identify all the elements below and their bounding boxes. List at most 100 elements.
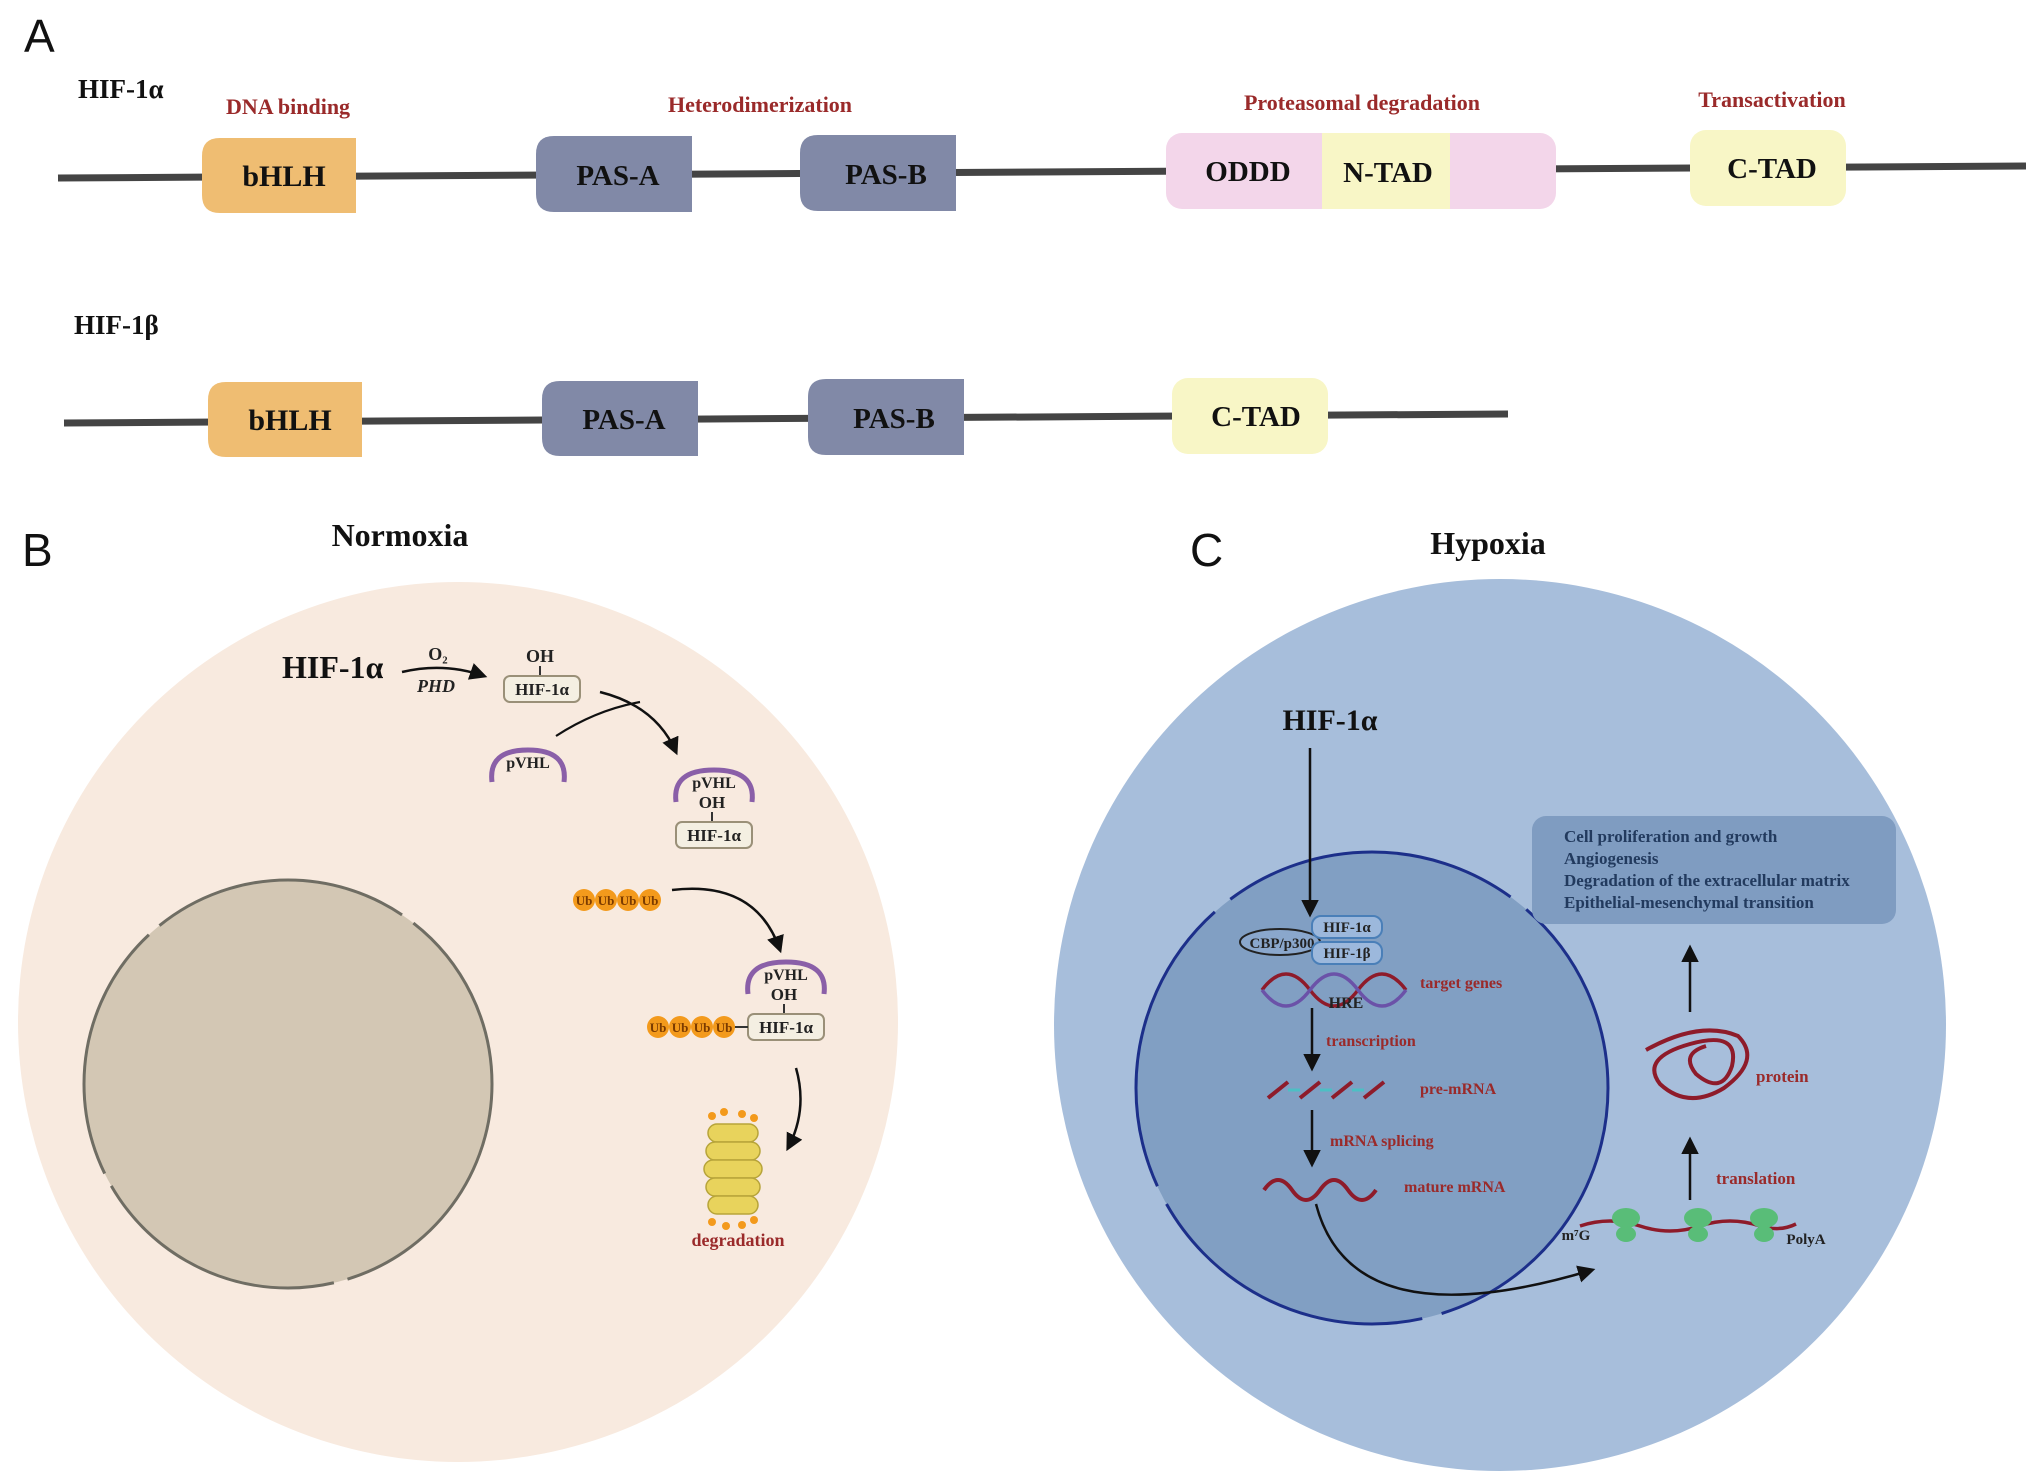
hif1a-oh-label: HIF-1α xyxy=(515,680,569,699)
target-genes-label: target genes xyxy=(1420,975,1502,992)
pvhl-free-label: pVHL xyxy=(506,755,550,772)
ubiquitin-bead xyxy=(617,889,639,911)
pvhl-bound-shape-2 xyxy=(745,959,827,995)
hif1b-bhlh-domain xyxy=(208,382,362,457)
ub-label: Ub xyxy=(694,1020,711,1035)
region-heterodimerization: Heterodimerization xyxy=(668,92,852,117)
ubiquitin-bead xyxy=(639,889,661,911)
normoxia-hif1a-label: HIF-1α xyxy=(282,649,384,685)
oh-label-2: OH xyxy=(699,793,725,812)
ub-label: Ub xyxy=(672,1020,689,1035)
hif1a-oh-box xyxy=(503,675,581,703)
protein-icon xyxy=(1645,1028,1750,1101)
mrna-splicing-label: mRNA splicing xyxy=(1330,1133,1434,1150)
hydroxylation-arrow xyxy=(401,663,488,680)
effect-item: Epithelial-mesenchymal transition xyxy=(1564,893,1814,912)
phd-label: PHD xyxy=(416,676,455,696)
hif1a-ctad-domain xyxy=(1690,130,1846,206)
pvhl-bound-shape-1 xyxy=(673,767,755,803)
normoxia-pathway: HIF-1α O₂ PHD OH HIF-1α pVHL pVHL OH HIF… xyxy=(282,644,827,1250)
hif1a-row-label: HIF-1α xyxy=(78,74,164,104)
degradation-arrow xyxy=(786,1067,803,1152)
proteasome-icon xyxy=(703,1108,763,1230)
pvhl-binding-arrow xyxy=(599,690,679,756)
panel-letter-b: B xyxy=(22,524,53,576)
hif1a-bhlh-domain xyxy=(202,138,356,213)
hif1a-ntad-label: N-TAD xyxy=(1343,157,1433,189)
hif1a-pas-b-label: PAS-B xyxy=(845,159,927,191)
ubiquitination-arrow xyxy=(671,887,784,954)
hypoxia-title: Hypoxia xyxy=(1430,525,1546,561)
cbp-p300-label: CBP/p300 xyxy=(1249,936,1314,952)
pvhl-recruit-line xyxy=(555,700,641,737)
degradation-label: degradation xyxy=(691,1230,784,1250)
hif1a-complex-box xyxy=(1311,915,1383,939)
hif1b-bhlh-label: bHLH xyxy=(248,404,331,437)
hif1a-bhlh-label: bHLH xyxy=(242,160,325,193)
ubiquitin-bead xyxy=(595,889,617,911)
pvhl-bound-label-2: pVHL xyxy=(764,967,808,984)
downstream-effects-box xyxy=(1532,816,1896,924)
pvhl-free-shape xyxy=(489,747,567,783)
ubiquitin-bead xyxy=(573,889,595,911)
hif1b-complex-box xyxy=(1311,941,1383,965)
hif1b-row-label: HIF-1β xyxy=(74,310,159,340)
hif1b-ctad-domain xyxy=(1172,378,1328,454)
o2-label: O₂ xyxy=(428,644,447,664)
oh-label-1: OH xyxy=(526,646,554,666)
effect-item: Cell proliferation and growth xyxy=(1564,827,1778,846)
ubiquitin-bead xyxy=(713,1016,735,1038)
translation-label: translation xyxy=(1716,1169,1796,1188)
ub-label: Ub xyxy=(620,893,637,908)
ribosome-icon xyxy=(1612,1208,1778,1242)
protein-label: protein xyxy=(1756,1067,1809,1086)
hif1a-ub-label: HIF-1α xyxy=(759,1018,813,1037)
m7g-label: m⁷G xyxy=(1562,1228,1591,1244)
ubiquitin-bead xyxy=(691,1016,713,1038)
ub-label: Ub xyxy=(716,1020,733,1035)
effect-item: Angiogenesis xyxy=(1564,849,1659,868)
hif1b-pas-a-domain xyxy=(542,381,698,456)
pvhl-bound-label-1: pVHL xyxy=(692,775,736,792)
panel-letter-c: C xyxy=(1190,524,1223,576)
ub-label: Ub xyxy=(598,893,615,908)
hif1a-pas-a-label: PAS-A xyxy=(576,160,659,192)
oh-label-3: OH xyxy=(771,985,797,1004)
polya-label: PolyA xyxy=(1786,1232,1825,1248)
ubiquitin-chain-free: Ub Ub Ub Ub xyxy=(573,889,661,911)
ub-label: Ub xyxy=(576,893,593,908)
hif1b-complex-label: HIF-1β xyxy=(1323,946,1370,962)
hif1a-ntad-domain xyxy=(1322,133,1450,209)
hif1a-ctad-label: C-TAD xyxy=(1727,153,1817,185)
hypoxia-hif1a-label: HIF-1α xyxy=(1282,704,1377,737)
region-proteasomal-degradation: Proteasomal degradation xyxy=(1244,90,1480,115)
nuclear-export-arrow xyxy=(1314,1203,1596,1296)
hif1a-domain-map: HIF-1α DNA binding Heterodimerization Pr… xyxy=(57,74,2027,213)
hif1b-domain-map: HIF-1β bHLH PAS-A PAS-B C-TAD xyxy=(63,310,1509,457)
hif1a-pas-a-domain xyxy=(536,136,692,212)
pre-mrna-label: pre-mRNA xyxy=(1420,1081,1497,1098)
hif1b-pas-a-label: PAS-A xyxy=(582,404,665,436)
normoxia-title: Normoxia xyxy=(332,517,469,553)
hif1a-oddd-label: ODDD xyxy=(1205,156,1290,188)
panel-letter-a: A xyxy=(24,10,55,62)
ub-label: Ub xyxy=(650,1020,667,1035)
region-dna-binding: DNA binding xyxy=(226,94,350,119)
hypoxia-pathway: HIF-1α CBP/p300 HIF-1α HIF-1β HRE target… xyxy=(1239,704,1896,1296)
hif1b-pas-b-label: PAS-B xyxy=(853,403,935,435)
mature-mrna-icon xyxy=(1262,1178,1378,1202)
transcription-label: transcription xyxy=(1326,1033,1416,1050)
dna-helix-icon xyxy=(1260,972,1408,1008)
hif1b-pas-b-domain xyxy=(808,379,964,455)
ub-label: Ub xyxy=(642,893,659,908)
normoxia-nucleus xyxy=(82,878,494,1290)
region-transactivation: Transactivation xyxy=(1698,87,1845,112)
ubiquitin-chain-bound: Ub Ub Ub Ub xyxy=(647,1016,735,1038)
ubiquitin-bead xyxy=(647,1016,669,1038)
ubiquitin-bead xyxy=(669,1016,691,1038)
hif1a-pas-b-domain xyxy=(800,135,956,211)
hre-label: HRE xyxy=(1329,995,1364,1012)
mature-mrna-label: mature mRNA xyxy=(1404,1179,1506,1196)
hif1b-ctad-label: C-TAD xyxy=(1211,401,1301,433)
